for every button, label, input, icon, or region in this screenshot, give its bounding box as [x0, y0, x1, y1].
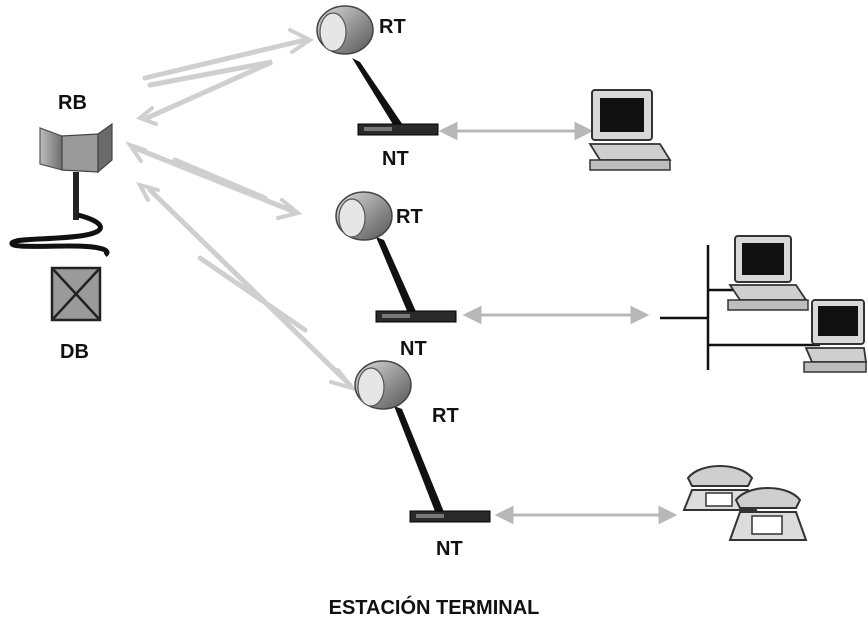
radio-link-1: [136, 28, 314, 126]
nt-label-1: NT: [382, 148, 409, 170]
link-arrow-1: [438, 121, 594, 141]
rt-antenna-2: [335, 191, 418, 318]
base-station-antenna: [9, 122, 113, 258]
nt-box-3: [409, 510, 491, 523]
rt-label-2: RT: [396, 206, 423, 228]
link-arrow-3: [494, 505, 678, 525]
telephones-icon: [682, 465, 808, 541]
radio-link-2: [124, 141, 303, 220]
db-label: DB: [60, 341, 89, 363]
lan-computers-icon: [660, 235, 868, 373]
link-arrow-2: [462, 305, 650, 325]
nt-label-3: NT: [436, 538, 463, 560]
nt-label-2: NT: [400, 338, 427, 360]
rt-antenna-1: [316, 5, 405, 131]
diagram-caption: ESTACIÓN TERMINAL: [328, 597, 540, 619]
rt-antenna-3: [354, 360, 444, 514]
db-unit: [50, 266, 102, 322]
rb-label: RB: [58, 92, 87, 114]
radio-link-3: [136, 181, 358, 392]
nt-box-1: [357, 123, 439, 136]
computer-icon: [588, 89, 672, 171]
rt-label-3: RT: [432, 405, 459, 427]
rt-label-1: RT: [379, 16, 406, 38]
nt-box-2: [375, 310, 457, 323]
